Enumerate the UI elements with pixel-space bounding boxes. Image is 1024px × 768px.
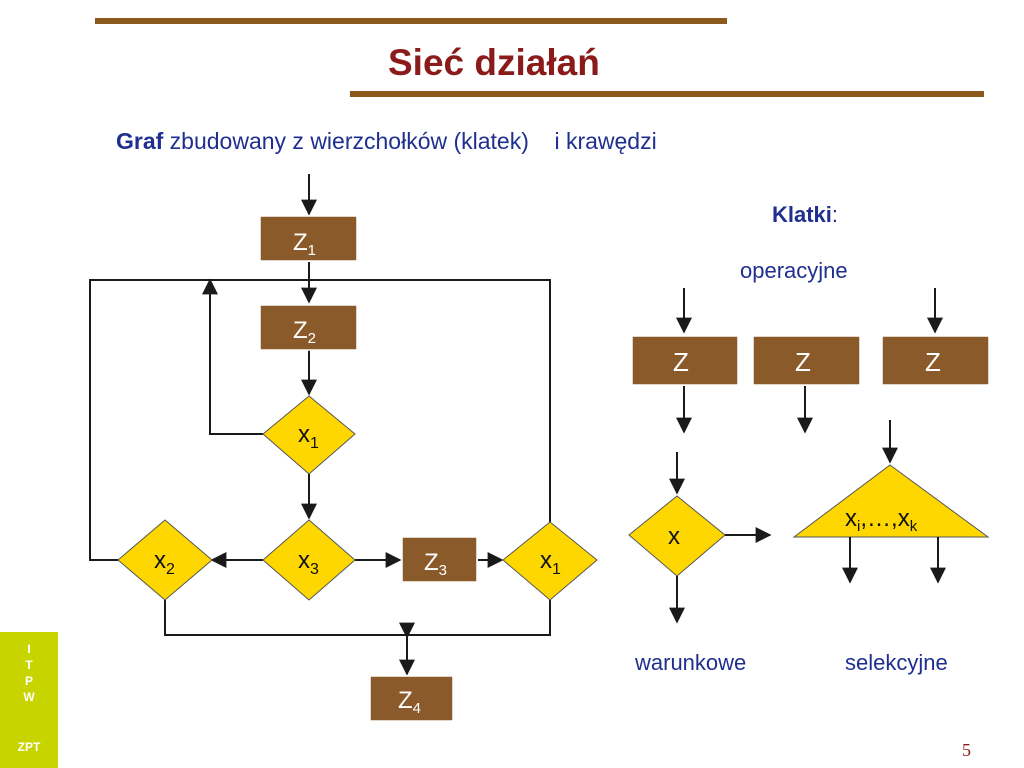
node-z2-label: Z (293, 317, 308, 344)
intro-rest: zbudowany z wierzchołków (klatek) i kraw… (163, 128, 657, 154)
edge-x2-loop-top (89, 279, 551, 561)
svg-text:Z1: Z1 (293, 229, 316, 259)
node-x2 (117, 519, 213, 601)
intro-text: Graf zbudowany z wierzchołków (klatek) i… (116, 128, 657, 155)
legend-heading: Klatki: (772, 202, 838, 228)
node-x2-sub: 2 (166, 561, 175, 578)
node-x1-right (502, 521, 598, 601)
legend-sel-b: x (898, 505, 910, 532)
legend-op-box-3 (881, 335, 990, 386)
node-x1-top-label: x (298, 421, 310, 448)
node-z1-sub: 1 (308, 242, 316, 259)
node-x1-top-sub: 1 (310, 435, 319, 452)
legend-op-box-2 (752, 335, 861, 386)
legend-selective: selekcyjne (845, 650, 948, 675)
sidebar-logo: I T P W ZPT (0, 632, 58, 768)
sidebar-letter-i: I (27, 642, 31, 656)
legend-sel-triangle (792, 464, 990, 538)
intro-graf: Graf (116, 128, 164, 154)
legend-op-box-3-label: Z (925, 347, 941, 377)
node-z3 (401, 536, 478, 583)
legend-heading-text: Klatki (772, 202, 832, 227)
legend-op-box-2-label: Z (795, 347, 811, 377)
edge-x1-loop-z2 (202, 278, 263, 435)
legend-op-box-1 (631, 335, 739, 386)
legend-op-box-1-label: Z (673, 347, 689, 377)
sidebar-letter-t: T (25, 658, 33, 672)
legend-heading-colon: : (831, 202, 839, 227)
svg-text:Z4: Z4 (398, 687, 421, 717)
legend-conditional: warunkowe (635, 650, 747, 675)
svg-text:Z3: Z3 (424, 549, 447, 579)
node-z4 (369, 675, 454, 722)
node-x3 (262, 519, 356, 601)
svg-text:xi,…,xk: xi,…,xk (845, 505, 918, 535)
node-x3-label: x (298, 547, 310, 574)
svg-text:x1: x1 (540, 547, 561, 578)
node-z1-label: Z (293, 229, 308, 256)
node-z2 (259, 304, 358, 351)
edge-merge-bottom (164, 600, 551, 636)
svg-text:x2: x2 (154, 547, 175, 578)
node-z4-sub: 4 (413, 700, 421, 717)
svg-text:x1: x1 (298, 421, 319, 452)
page-number: 5 (962, 740, 971, 760)
top-decor-bar (95, 18, 727, 24)
legend-sel-mid: ,…, (860, 505, 897, 532)
node-z3-label: Z (424, 549, 439, 576)
title-underline-bar (350, 91, 984, 97)
legend-sel-a-sub: i (857, 518, 860, 535)
node-x3-sub: 3 (310, 561, 319, 578)
node-x1-right-label: x (540, 547, 552, 574)
sidebar-org: ZPT (17, 740, 41, 754)
svg-text:Z2: Z2 (293, 317, 316, 347)
legend-operational: operacyjne (740, 258, 848, 283)
node-z4-label: Z (398, 687, 413, 714)
node-x2-label: x (154, 547, 166, 574)
legend-cond-label: x (668, 523, 680, 550)
sidebar-letter-w: W (23, 690, 35, 704)
sidebar-letter-p: P (24, 674, 33, 688)
svg-text:x3: x3 (298, 547, 319, 578)
legend-sel-b-sub: k (910, 518, 918, 535)
node-z1 (259, 215, 358, 262)
node-z2-sub: 2 (308, 330, 316, 347)
page-title: Sieć działań (388, 42, 600, 83)
node-z3-sub: 3 (439, 562, 447, 579)
legend-sel-a: x (845, 505, 857, 532)
node-x1-right-sub: 1 (552, 561, 561, 578)
node-x1-top (262, 395, 356, 475)
